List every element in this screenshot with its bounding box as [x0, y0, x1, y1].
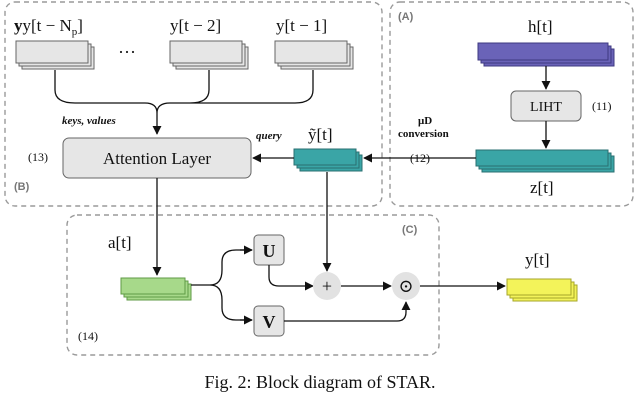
ytilde-label: ỹ[t] — [308, 125, 333, 144]
a-label: a[t] — [108, 233, 132, 252]
conversion-label: conversion — [398, 128, 449, 140]
a-stack — [120, 277, 192, 301]
section-c-label: (C) — [402, 224, 418, 236]
section-a-frame — [389, 1, 634, 207]
v-to-odot-line — [284, 301, 411, 322]
odot-node — [392, 272, 420, 300]
h-stack — [477, 42, 615, 67]
input-label-np-close: ] — [77, 16, 83, 35]
section-c-frame — [66, 214, 440, 356]
figure-caption: Fig. 2: Block diagram of STAR. — [204, 372, 436, 392]
input-stack-y-t-np — [15, 40, 95, 70]
plus-symbol: + — [322, 276, 332, 296]
attention-layer-label: Attention Layer — [103, 149, 211, 168]
input-stack-y-t-2 — [169, 40, 249, 70]
output-stack — [506, 278, 578, 302]
eq-12-label: (12) — [410, 151, 430, 165]
input-label-y-t-np: yy[t − Np] — [14, 16, 83, 38]
input-label-y-t-1: y[t − 1] — [276, 16, 327, 35]
section-b-frame — [4, 1, 383, 207]
mu-d-label: μD — [418, 115, 432, 127]
input-stack-y-t-1 — [274, 40, 354, 70]
z-label: z[t] — [530, 178, 554, 197]
section-b-label: (B) — [14, 181, 30, 193]
u-to-plus-line — [268, 265, 314, 291]
input-label-np-main: y[t − N — [23, 16, 72, 35]
bold-y: y — [14, 16, 23, 35]
ellipsis: ··· — [118, 42, 136, 62]
eq-11-label: (11) — [592, 99, 612, 113]
plus-node — [313, 272, 341, 300]
u-label: U — [263, 241, 276, 261]
input-label-y-t-2: y[t − 2] — [170, 16, 221, 35]
keys-values-label: keys, values — [62, 115, 116, 127]
output-label: y[t] — [525, 250, 550, 269]
input-merge-lines — [54, 70, 314, 114]
eq-13-label: (13) — [28, 150, 48, 164]
input-label-np-sub: p — [72, 26, 78, 38]
liht-label: LIHT — [530, 100, 562, 115]
section-a-label: (A) — [398, 11, 414, 23]
ytilde-stack — [293, 148, 363, 172]
z-stack — [475, 149, 615, 173]
odot-symbol: ⊙ — [398, 276, 413, 296]
eq-14-label: (14) — [78, 329, 98, 343]
a-branch-lines — [191, 249, 252, 321]
v-label: V — [263, 312, 276, 332]
query-label: query — [256, 130, 282, 142]
h-label: h[t] — [528, 17, 553, 36]
